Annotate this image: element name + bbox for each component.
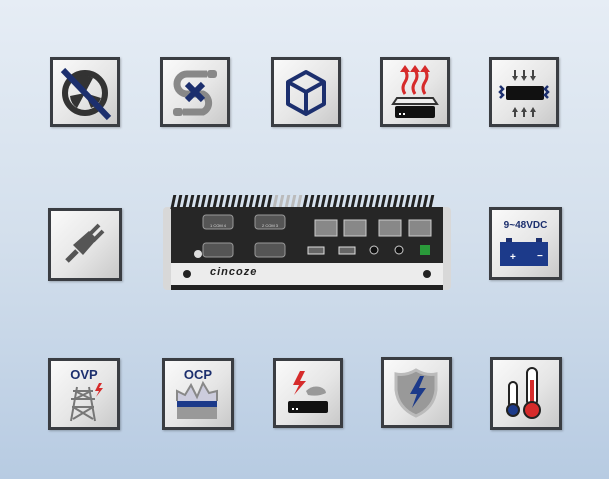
heatsink-fin	[410, 195, 417, 209]
heatsink-fin	[374, 195, 381, 209]
dc-input-label: 9~48VDC	[503, 220, 548, 231]
ovp-icon	[70, 383, 103, 422]
dc-input-tile: 9~48VDC + −	[489, 207, 562, 280]
heatsink-fin	[314, 195, 321, 209]
ovp-tile: OVP	[48, 358, 120, 430]
heatsink-fin	[416, 195, 423, 209]
heatsink-fin	[326, 195, 333, 209]
brand-logo: cincoze	[210, 266, 258, 278]
power-plug-icon	[65, 223, 105, 263]
esd-tile	[381, 357, 452, 428]
ocp-label: OCP	[183, 367, 213, 382]
shock-vibration-icon	[498, 70, 550, 117]
power-plug-tile	[48, 208, 122, 281]
battery-minus: −	[537, 251, 543, 262]
heatsink-fin	[242, 195, 249, 209]
ovp-label: OVP	[70, 367, 98, 382]
heatsink-fin	[224, 195, 231, 209]
cableless-tile	[160, 57, 230, 127]
heatsink-fin	[422, 195, 429, 209]
heatsink-fin	[350, 195, 357, 209]
fanless-tile	[50, 57, 120, 127]
heatsink-fin	[284, 195, 291, 209]
heatsink-fin	[392, 195, 399, 209]
heatsink-fin	[182, 195, 189, 209]
com-label-2: 2 COM 3	[262, 223, 279, 228]
heatsink-fin	[236, 195, 243, 209]
heatsink-fin	[320, 195, 327, 209]
ocp-tile: OCP	[162, 358, 234, 430]
thermometer-tile	[490, 357, 562, 430]
heatsink-fin	[194, 195, 201, 209]
heatsink-fin	[230, 195, 237, 209]
heatsink-fin	[362, 195, 369, 209]
heatsink-fin	[254, 195, 261, 209]
heatsink-fin	[248, 195, 255, 209]
heatsink-fin	[368, 195, 375, 209]
compact-box-icon	[286, 70, 326, 116]
heatsink-fin	[398, 195, 405, 209]
heatsink-fin	[188, 195, 195, 209]
com-label-1: 1 COM 4	[210, 223, 227, 228]
heatsink-fin	[212, 195, 219, 209]
heatsink-fin	[332, 195, 339, 209]
heatsink-fin	[344, 195, 351, 209]
heatsink-fin	[338, 195, 345, 209]
compact-tile	[271, 57, 341, 127]
cableless-icon	[173, 70, 217, 116]
ocp-icon	[176, 380, 218, 419]
heatsink-fin	[218, 195, 225, 209]
heatsink-fin	[428, 195, 435, 209]
thermometer-icon	[506, 367, 541, 419]
esd-shield-icon	[394, 368, 438, 418]
surge-protection-icon	[288, 371, 328, 413]
battery-plus: +	[510, 252, 516, 263]
embedded-pc-device-image	[163, 195, 451, 290]
heatsink-fin	[386, 195, 393, 209]
heatsink-fin	[278, 195, 285, 209]
vibration-tile	[489, 57, 559, 127]
wide-temperature-heat-icon	[391, 65, 439, 118]
heatsink-fin	[266, 195, 273, 209]
heatsink-fin	[302, 195, 309, 209]
heatsink-fin	[296, 195, 303, 209]
heatsink-fin	[176, 195, 183, 209]
heatsink-fin	[260, 195, 267, 209]
heat-tile	[380, 57, 450, 127]
heatsink-fin	[356, 195, 363, 209]
heatsink-fin	[206, 195, 213, 209]
heatsink-fin	[308, 195, 315, 209]
heatsink-fin	[272, 195, 279, 209]
surge-tile	[273, 358, 343, 428]
fanless-icon	[60, 67, 112, 121]
dc-input-battery-icon	[500, 238, 548, 266]
heatsink-fin	[290, 195, 297, 209]
heatsink-fin	[170, 195, 177, 209]
heatsink-fin	[200, 195, 207, 209]
heatsink-fin	[380, 195, 387, 209]
heatsink-fin	[404, 195, 411, 209]
